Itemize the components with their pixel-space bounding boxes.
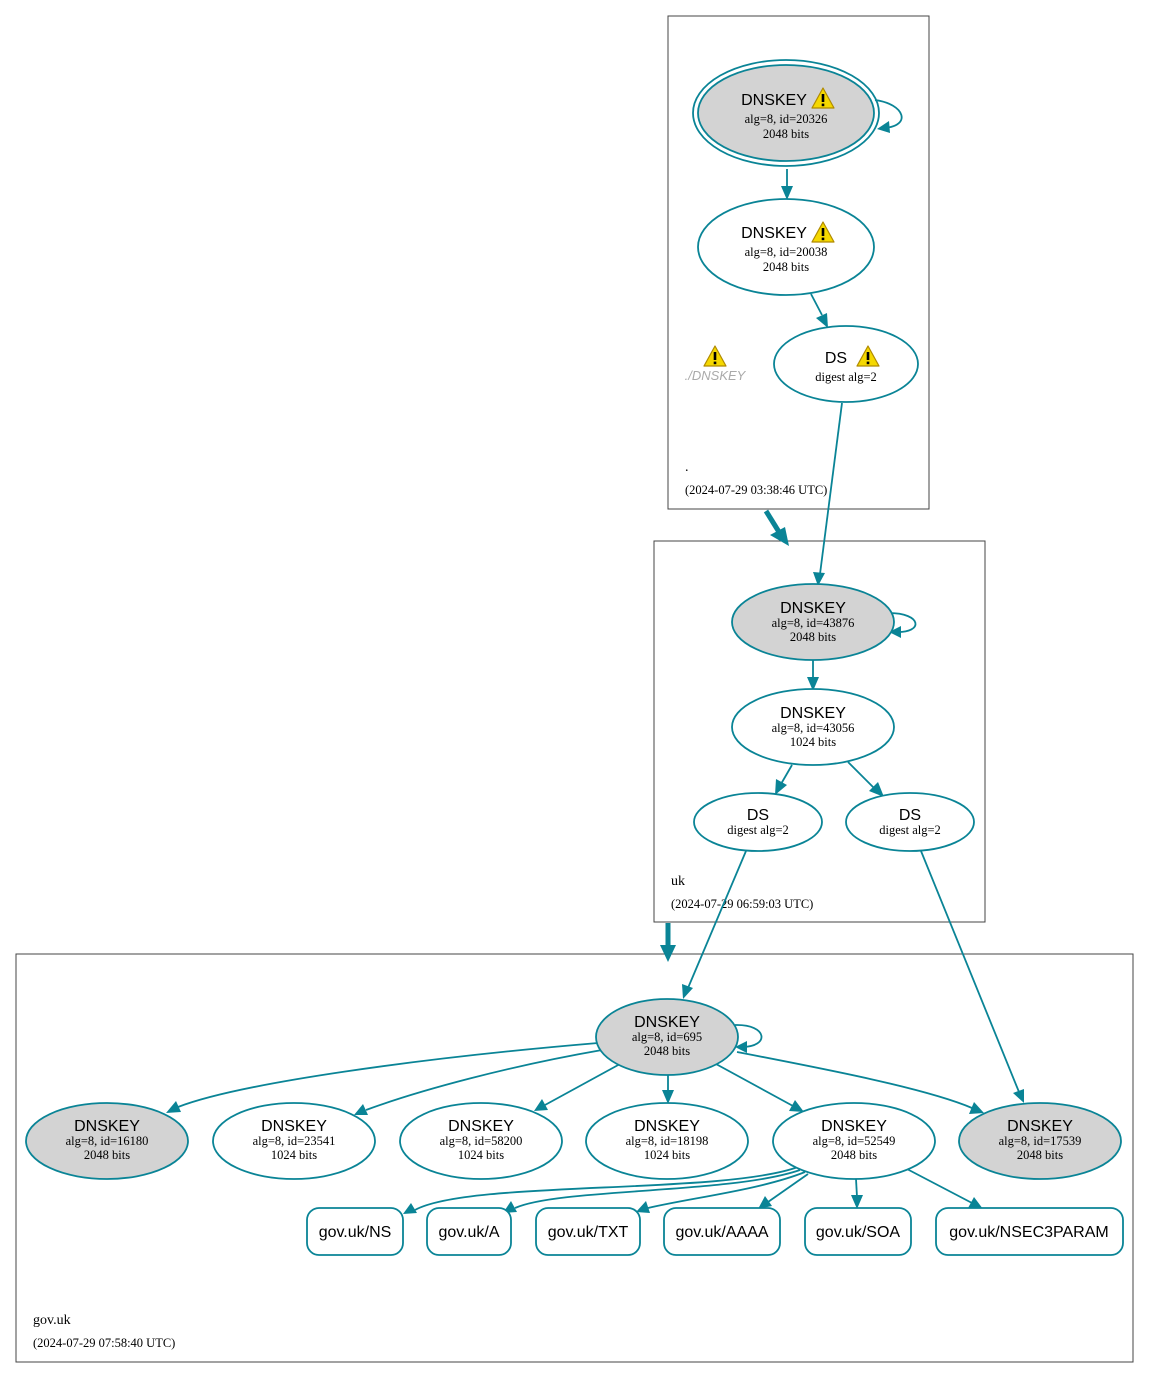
node-title: DNSKEY xyxy=(261,1118,327,1135)
node-gov-dnskey-16180[interactable]: DNSKEY alg=8, id=16180 2048 bits xyxy=(25,1102,189,1180)
node-root-dnskey-20038[interactable]: DNSKEY alg=8, id=20038 2048 bits xyxy=(697,198,875,296)
zone-root-name: . xyxy=(685,460,689,475)
rrset-label: gov.uk/NS xyxy=(319,1224,392,1241)
node-root-dnskey-20326[interactable]: DNSKEY alg=8, id=20326 2048 bits xyxy=(692,59,880,167)
node-uk-dnskey-43056[interactable]: DNSKEY alg=8, id=43056 1024 bits xyxy=(731,688,895,766)
rrset-label: gov.uk/NSEC3PARAM xyxy=(949,1224,1108,1241)
node-title: DNSKEY xyxy=(741,225,807,242)
node-detail: alg=8, id=17539 xyxy=(999,1134,1082,1148)
node-detail: alg=8, id=20326 xyxy=(745,112,828,126)
node-gov-dnskey-58200[interactable]: DNSKEY alg=8, id=58200 1024 bits xyxy=(399,1102,563,1180)
node-title: DNSKEY xyxy=(780,600,846,617)
rrset-ns[interactable]: gov.uk/NS xyxy=(306,1207,404,1256)
rrset-label: gov.uk/A xyxy=(438,1224,499,1241)
rrset-a[interactable]: gov.uk/A xyxy=(426,1207,512,1256)
node-title: DNSKEY xyxy=(634,1118,700,1135)
zone-uk: uk (2024-07-29 06:59:03 UTC) xyxy=(653,540,986,923)
node-title: DNSKEY xyxy=(741,92,807,109)
edges xyxy=(166,99,1024,1214)
node-gov-dnskey-17539[interactable]: DNSKEY alg=8, id=17539 2048 bits xyxy=(958,1102,1122,1180)
node-bits: 1024 bits xyxy=(790,735,836,749)
rrset-nsec3param[interactable]: gov.uk/NSEC3PARAM xyxy=(935,1207,1124,1256)
rrset-label: gov.uk/AAAA xyxy=(675,1224,768,1241)
zone-gov-uk-date: (2024-07-29 07:58:40 UTC) xyxy=(33,1336,175,1350)
node-detail: alg=8, id=52549 xyxy=(813,1134,896,1148)
ghost-label: ./DNSKEY xyxy=(685,368,747,383)
node-detail: alg=8, id=16180 xyxy=(66,1134,149,1148)
node-detail: alg=8, id=695 xyxy=(632,1030,702,1044)
node-title: DNSKEY xyxy=(1007,1118,1073,1135)
node-root-ds[interactable]: DS digest alg=2 xyxy=(773,325,919,403)
node-title: DNSKEY xyxy=(634,1014,700,1031)
node-bits: 2048 bits xyxy=(763,260,809,274)
node-detail: alg=8, id=58200 xyxy=(440,1134,523,1148)
node-uk-dnskey-43876[interactable]: DNSKEY alg=8, id=43876 2048 bits xyxy=(731,583,895,661)
rrset-aaaa[interactable]: gov.uk/AAAA xyxy=(663,1207,781,1256)
node-title: DS xyxy=(825,350,847,367)
node-title: DNSKEY xyxy=(780,705,846,722)
node-title: DNSKEY xyxy=(74,1118,140,1135)
rrset-label: gov.uk/SOA xyxy=(816,1224,901,1241)
rrset-soa[interactable]: gov.uk/SOA xyxy=(804,1207,912,1256)
node-detail: alg=8, id=43056 xyxy=(772,721,855,735)
node-bits: 1024 bits xyxy=(644,1148,690,1162)
node-detail: alg=8, id=18198 xyxy=(626,1134,709,1148)
node-detail: alg=8, id=43876 xyxy=(772,616,855,630)
node-detail: digest alg=2 xyxy=(879,823,941,837)
zone-root: . (2024-07-29 03:38:46 UTC) xyxy=(667,15,930,510)
node-bits: 2048 bits xyxy=(831,1148,877,1162)
node-gov-dnskey-695[interactable]: DNSKEY alg=8, id=695 2048 bits xyxy=(595,998,739,1076)
node-bits: 2048 bits xyxy=(1017,1148,1063,1162)
delegation-root-uk xyxy=(763,509,789,546)
rrset-txt[interactable]: gov.uk/TXT xyxy=(535,1207,641,1256)
node-bits: 2048 bits xyxy=(84,1148,130,1162)
node-detail: digest alg=2 xyxy=(727,823,789,837)
zone-gov-uk: gov.uk (2024-07-29 07:58:40 UTC) xyxy=(15,953,1134,1363)
node-gov-dnskey-18198[interactable]: DNSKEY alg=8, id=18198 1024 bits xyxy=(585,1102,749,1180)
zone-uk-name: uk xyxy=(671,874,685,889)
node-detail: alg=8, id=20038 xyxy=(745,245,828,259)
node-bits: 1024 bits xyxy=(271,1148,317,1162)
node-uk-ds-1[interactable]: DS digest alg=2 xyxy=(693,792,823,852)
zone-uk-date: (2024-07-29 06:59:03 UTC) xyxy=(671,897,813,911)
node-uk-ds-2[interactable]: DS digest alg=2 xyxy=(845,792,975,852)
node-title: DS xyxy=(899,807,921,824)
node-gov-dnskey-23541[interactable]: DNSKEY alg=8, id=23541 1024 bits xyxy=(212,1102,376,1180)
node-title: DNSKEY xyxy=(821,1118,887,1135)
node-root-dnskey-missing[interactable]: ./DNSKEY xyxy=(685,345,747,383)
warning-icon xyxy=(703,345,727,367)
rrset-label: gov.uk/TXT xyxy=(548,1224,629,1241)
node-bits: 2048 bits xyxy=(763,127,809,141)
delegation-uk-govuk xyxy=(660,923,676,962)
node-detail: alg=8, id=23541 xyxy=(253,1134,336,1148)
zone-gov-uk-name: gov.uk xyxy=(33,1313,71,1328)
node-title: DS xyxy=(747,807,769,824)
zone-root-date: (2024-07-29 03:38:46 UTC) xyxy=(685,483,827,497)
node-bits: 2048 bits xyxy=(790,630,836,644)
node-detail: digest alg=2 xyxy=(815,370,877,384)
node-gov-dnskey-52549[interactable]: DNSKEY alg=8, id=52549 2048 bits xyxy=(772,1102,936,1180)
node-bits: 2048 bits xyxy=(644,1044,690,1058)
node-bits: 1024 bits xyxy=(458,1148,504,1162)
node-title: DNSKEY xyxy=(448,1118,514,1135)
